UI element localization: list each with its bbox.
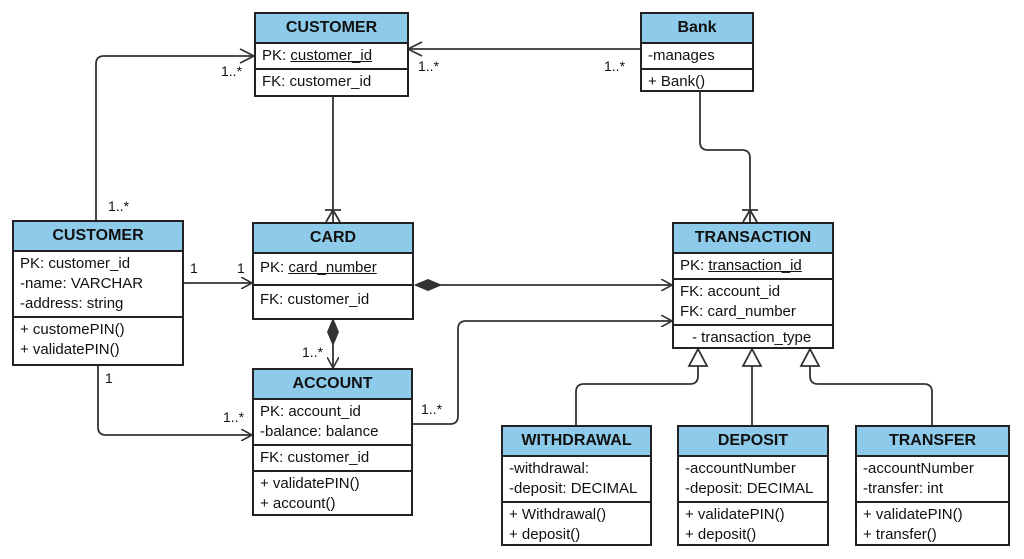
pk-prefix: PK: xyxy=(262,47,291,64)
class-withdrawal[interactable]: WITHDRAWAL -withdrawal: -deposit: DECIMA… xyxy=(501,425,652,546)
pk-prefix: PK: xyxy=(260,259,289,276)
multiplicity-customer-card-right: 1 xyxy=(237,260,245,276)
crowfoot-card-top xyxy=(325,209,341,223)
pk-row: PK: card_number xyxy=(260,258,406,278)
attr-row: -address: string xyxy=(20,295,124,312)
generalization-triangle-1 xyxy=(687,347,709,367)
multiplicity-customer-card-left: 1 xyxy=(190,260,198,276)
method-row: + Withdrawal() xyxy=(509,506,607,523)
attr-row: PK: customer_id xyxy=(20,255,131,272)
pk-field: transaction_id xyxy=(708,257,802,274)
inherit-transfer xyxy=(809,366,933,427)
multiplicity-customer-top-right: 1..* xyxy=(418,58,440,74)
class-title: CUSTOMER xyxy=(256,14,407,44)
crowfoot-customer-top-left xyxy=(239,48,255,64)
attr-row: -deposit: DECIMAL xyxy=(685,480,814,497)
fk-row: FK: customer_id xyxy=(262,73,372,90)
multiplicity-customer-left-top: 1..* xyxy=(108,198,130,214)
multiplicity-account-left: 1..* xyxy=(223,409,245,425)
multiplicity-bank-left: 1..* xyxy=(604,58,626,74)
class-title: WITHDRAWAL xyxy=(503,427,650,457)
attr-row: PK: account_id xyxy=(260,403,361,420)
generalization-triangle-3 xyxy=(799,347,821,367)
multiplicity-customer-top-left: 1..* xyxy=(221,63,243,79)
method-row: + validatePIN() xyxy=(685,506,785,523)
pk-row: PK: transaction_id xyxy=(680,256,826,276)
pk-prefix: PK: xyxy=(680,257,709,274)
method-row: + customePIN() xyxy=(20,321,125,338)
method-row: + validatePIN() xyxy=(863,506,963,523)
attr-row: -deposit: DECIMAL xyxy=(509,480,638,497)
link-account-transaction xyxy=(413,321,672,425)
attr-row: -balance: balance xyxy=(260,423,379,440)
class-customer-left[interactable]: CUSTOMER PK: customer_id -name: VARCHAR … xyxy=(12,220,184,366)
multiplicity-account-top: 1..* xyxy=(302,344,324,360)
pk-field: card_number xyxy=(288,259,377,276)
fk-row: FK: card_number xyxy=(680,303,796,320)
crowfoot-transaction-top xyxy=(742,209,758,223)
class-transaction[interactable]: TRANSACTION PK: transaction_id FK: accou… xyxy=(672,222,834,349)
link-customer-account xyxy=(97,366,252,435)
crowfoot-customer-top-right xyxy=(407,41,423,57)
method-row: + validatePIN() xyxy=(260,475,360,492)
attr-row: - transaction_type xyxy=(692,329,812,346)
fk-row: FK: customer_id xyxy=(260,449,370,466)
class-title: CARD xyxy=(254,224,412,254)
method-row: + account() xyxy=(260,495,336,512)
method-row: + deposit() xyxy=(685,526,757,543)
method-row: + Bank() xyxy=(648,73,706,90)
class-customer-top[interactable]: CUSTOMER PK: customer_id FK: customer_id xyxy=(254,12,409,97)
fk-row: FK: customer_id xyxy=(260,291,370,308)
method-row: + deposit() xyxy=(509,526,581,543)
diamond-card-account xyxy=(327,317,339,347)
attr-row: -accountNumber xyxy=(685,460,796,477)
method-row: + validatePIN() xyxy=(20,341,120,358)
diamond-card-transaction xyxy=(413,279,443,291)
attr-row: -accountNumber xyxy=(863,460,974,477)
class-title: TRANSACTION xyxy=(674,224,832,254)
multiplicity-customer-left-bottom: 1 xyxy=(105,370,113,386)
class-title: Bank xyxy=(642,14,752,44)
inherit-withdrawal xyxy=(575,366,699,427)
class-title: TRANSFER xyxy=(857,427,1008,457)
class-card[interactable]: CARD PK: card_number FK: customer_id xyxy=(252,222,414,320)
fk-row: FK: account_id xyxy=(680,283,781,300)
multiplicity-account-right: 1..* xyxy=(421,401,443,417)
link-customer-top-customer-left xyxy=(95,55,254,220)
attr-row: -withdrawal: xyxy=(509,460,590,477)
method-row: + transfer() xyxy=(863,526,937,543)
attr-row: -name: VARCHAR xyxy=(20,275,144,292)
link-bank-transaction xyxy=(699,91,751,222)
attr-row: -manages xyxy=(648,47,715,64)
class-transfer[interactable]: TRANSFER -accountNumber -transfer: int +… xyxy=(855,425,1010,546)
class-account[interactable]: ACCOUNT PK: account_id -balance: balance… xyxy=(252,368,413,516)
class-bank[interactable]: Bank -manages + Bank() xyxy=(640,12,754,92)
class-title: CUSTOMER xyxy=(14,222,182,252)
class-title: DEPOSIT xyxy=(679,427,827,457)
pk-row: PK: customer_id xyxy=(262,46,401,66)
class-title: ACCOUNT xyxy=(254,370,411,400)
generalization-triangle-2 xyxy=(741,347,763,367)
class-deposit[interactable]: DEPOSIT -accountNumber -deposit: DECIMAL… xyxy=(677,425,829,546)
attr-row: -transfer: int xyxy=(863,480,944,497)
pk-field: customer_id xyxy=(290,47,373,64)
